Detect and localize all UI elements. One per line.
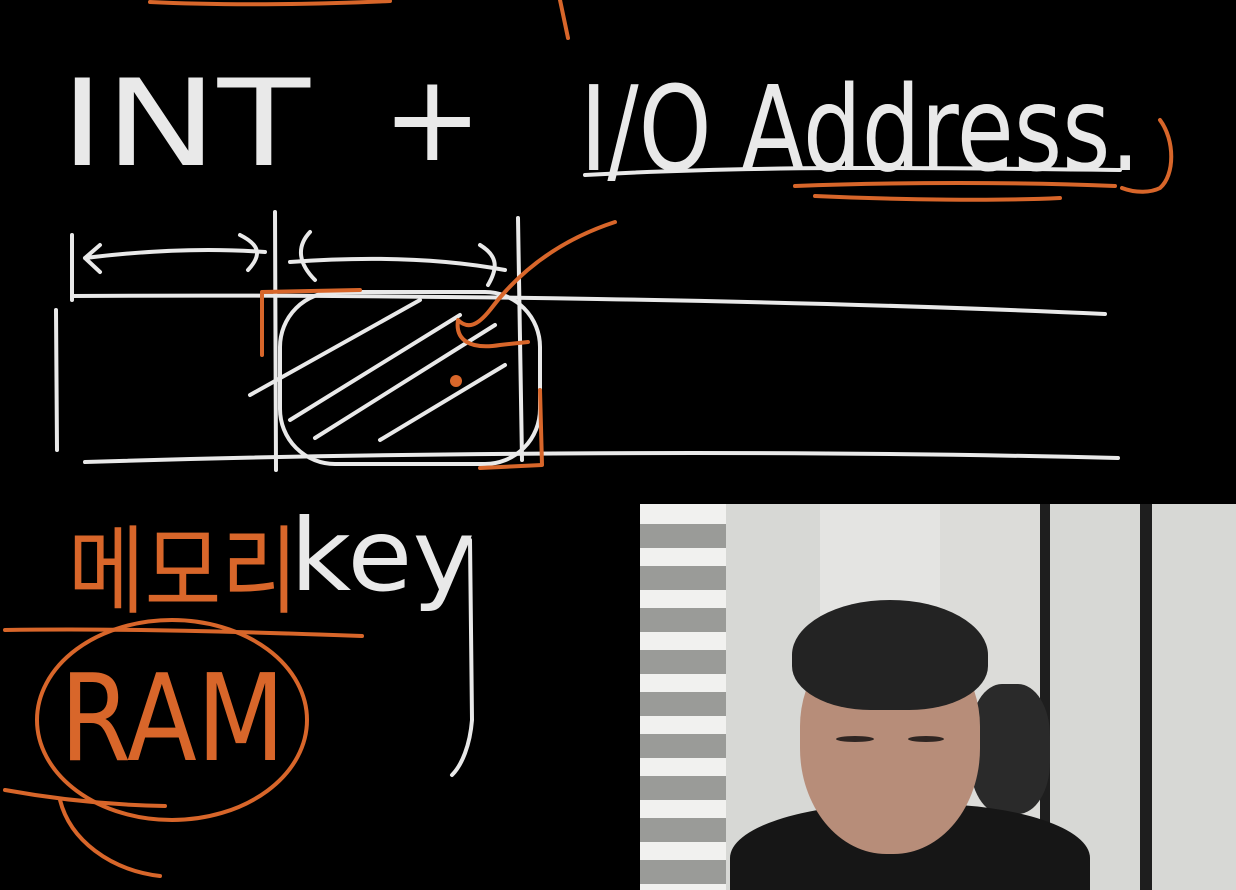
range-tick-mid — [273, 210, 278, 472]
cursor-dot — [450, 375, 462, 387]
stray-orange-stroke — [148, 0, 392, 7]
ram-circle-tail — [3, 788, 167, 878]
key-descender — [450, 538, 474, 777]
range-arrow-2 — [288, 230, 507, 287]
memory-bar-top-line — [70, 293, 1107, 316]
title-int: INT — [60, 55, 311, 194]
title-underline — [583, 165, 1122, 177]
stray-orange-tick — [558, 0, 570, 40]
presenter-left-eye — [836, 736, 874, 742]
block-orange-outline — [260, 288, 544, 470]
presenter-webcam — [640, 504, 1236, 890]
webcam-blinds — [640, 504, 726, 890]
note-memory-korean: 메모리 — [68, 516, 298, 628]
note-orange-underline — [3, 627, 364, 638]
note-ram: RAM — [60, 650, 285, 789]
webcam-dark-pole-2 — [1140, 504, 1152, 890]
webcam-dark-pole-1 — [1040, 504, 1050, 890]
pointer-orange-arrow — [455, 220, 617, 349]
title-plus: + — [382, 50, 483, 189]
memory-bar-left-edge — [54, 308, 59, 452]
title-io-address: I/O Address. — [580, 60, 1140, 198]
webcam-chair-back — [970, 684, 1050, 814]
presenter-hair — [792, 600, 988, 710]
range-arrow-1 — [83, 233, 267, 274]
block-hatch-lines — [248, 298, 507, 442]
ram-circle — [35, 618, 309, 822]
title-orange-underline — [793, 181, 1117, 202]
title-orange-hook — [1120, 118, 1174, 194]
note-key: key — [290, 497, 475, 614]
memory-bar-bottom-line — [83, 451, 1120, 464]
presenter-right-eye — [908, 736, 944, 742]
range-tick-right — [516, 216, 524, 462]
